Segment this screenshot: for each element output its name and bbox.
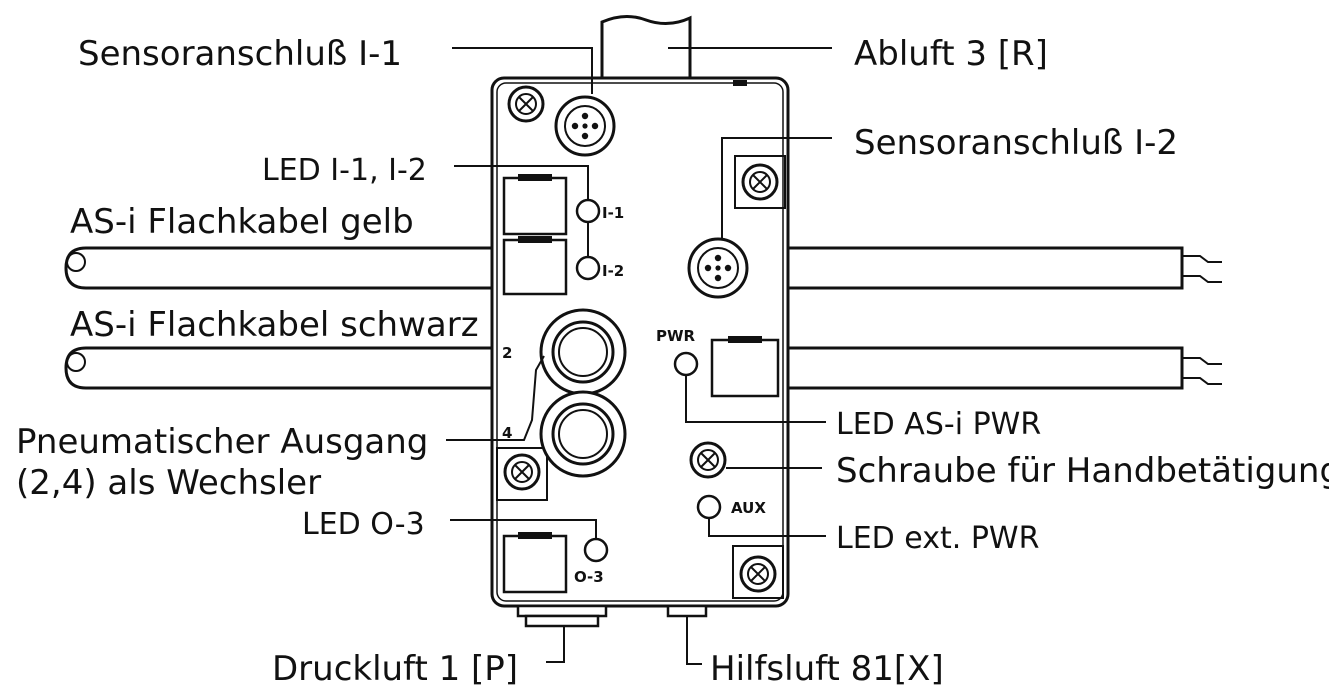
label-cable-yellow: AS-i Flachkabel gelb (70, 202, 414, 242)
housing-clip (733, 80, 747, 86)
leader-led-ext-pwr (708, 519, 826, 537)
label-led-ext-pwr: LED ext. PWR (836, 521, 1039, 556)
screw-lower-left (496, 447, 548, 501)
pneumatic-port-2 (539, 308, 627, 396)
exhaust-tube (600, 15, 692, 80)
label-cable-black: AS-i Flachkabel schwarz (70, 305, 479, 345)
leader-led-aspwr (685, 376, 826, 423)
housing-inner (496, 82, 784, 602)
druckluft-fitting (516, 604, 608, 628)
led-i2 (575, 255, 601, 281)
mark-i2: I-2 (602, 262, 624, 280)
mark-o3: O-3 (574, 568, 604, 586)
label-sensor-i2: Sensoranschluß I-2 (854, 123, 1178, 163)
leader-druckluft (546, 626, 565, 663)
screw-right (734, 155, 786, 209)
screw-top-left (507, 85, 545, 123)
label-led-o3: LED O-3 (302, 507, 425, 542)
leader-led-i1-i2 (454, 165, 589, 257)
label-pneumatic-line2: (2,4) als Wechsler (16, 463, 321, 503)
leader-pneumatic (446, 355, 545, 441)
label-screw-manual: Schraube für Handbetätigung (836, 451, 1329, 491)
label-pneumatic-line1: Pneumatischer Ausgang (16, 422, 428, 462)
pneumatic-port-4 (539, 390, 627, 478)
leader-sensor-i1 (452, 47, 593, 94)
sensor-connector-i1 (554, 95, 616, 157)
sensor-connector-i2 (687, 237, 749, 299)
cable-black (64, 346, 1222, 390)
mark-i1: I-1 (602, 204, 624, 222)
label-sensor-i1: Sensoranschluß I-1 (78, 34, 402, 74)
cable-black-right (787, 346, 1184, 390)
leader-hilfsluft (686, 616, 702, 665)
led-o3 (583, 537, 609, 563)
leader-lines (446, 47, 832, 665)
hilfsluft-fitting (666, 604, 708, 618)
label-led-i1-i2: LED I-1, I-2 (262, 153, 427, 188)
mark-port2: 2 (502, 344, 512, 362)
screw-bottom-right (732, 545, 784, 599)
led-i1 (575, 198, 601, 224)
mark-aux: AUX (731, 499, 766, 517)
cable-black-left (64, 346, 497, 390)
label-druckluft: Druckluft 1 [P] (272, 649, 518, 689)
cable-yellow-right (787, 246, 1184, 290)
label-window-o3 (502, 532, 568, 594)
screw-manual-operation (689, 441, 727, 479)
cable-yellow (64, 246, 1222, 290)
mark-pwr: PWR (656, 327, 696, 345)
label-hilfsluft: Hilfsluft 81[X] (710, 649, 944, 689)
led-pwr (673, 351, 699, 377)
mark-port4: 4 (502, 424, 512, 442)
cable-yellow-left (64, 246, 497, 290)
label-window-1 (502, 174, 568, 236)
led-aux (696, 494, 722, 520)
label-abluft: Abluft 3 [R] (854, 34, 1048, 74)
label-led-aspwr: LED AS-i PWR (836, 407, 1041, 442)
label-window-pwr (710, 336, 780, 398)
label-window-2 (502, 236, 568, 296)
leader-sensor-i2 (721, 137, 832, 238)
leader-led-o3 (450, 519, 597, 539)
